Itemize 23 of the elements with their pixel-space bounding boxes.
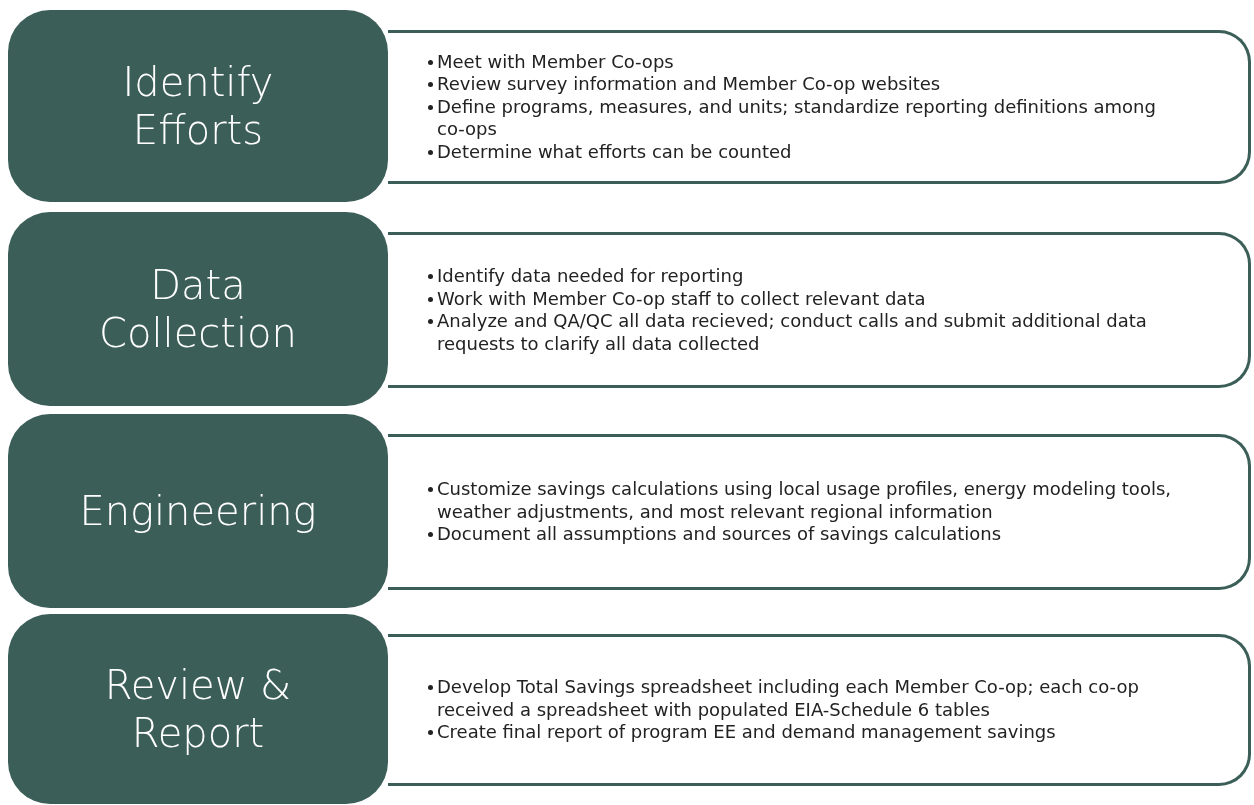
bullet-text: Meet with Member Co-ops — [437, 50, 674, 74]
step-title: Review & Report — [103, 661, 293, 757]
bullet-text: Develop Total Savings spreadsheet including each Member Co-op; each co-op received a spreadsheet with populated EIA-Schedule 6 tables — [437, 676, 1140, 722]
bullet-text: Review survey information and Member Co-op websites — [437, 73, 941, 96]
details-box — [388, 232, 1251, 388]
bullet-text: Define programs, measures, and units; standardize reporting definitions among co-ops — [437, 95, 1157, 141]
details-box — [388, 634, 1251, 786]
step-title: Data Collection — [98, 261, 298, 357]
bullet-text: Analyze and QA/QC all data recieved; conduct calls and submit additional data requests to clarify all data collected — [437, 310, 1148, 355]
step-label-box — [8, 212, 388, 406]
step-label-box — [8, 10, 388, 202]
step-label-box — [8, 414, 388, 608]
details-box — [388, 434, 1251, 590]
step-label-box — [8, 614, 388, 804]
step-title: Engineering — [79, 487, 317, 535]
bullet-text: Work with Member Co-op staff to collect relevant data — [437, 287, 926, 310]
bullet-text: Document all assumptions and sources of savings calculations — [437, 523, 1002, 546]
bullet-text: Create final report of program EE and demand management savings — [437, 721, 1056, 744]
step-title: Identify Efforts — [121, 58, 275, 154]
details-box — [388, 30, 1251, 184]
bullet-text: Identify data needed for reporting — [437, 265, 744, 288]
bullet-text: Customize savings calculations using local usage profiles, energy modeling tools, weather adjustments, and most relevant regional information — [437, 478, 1172, 524]
bullet-text: Determine what efforts can be counted — [437, 140, 792, 164]
